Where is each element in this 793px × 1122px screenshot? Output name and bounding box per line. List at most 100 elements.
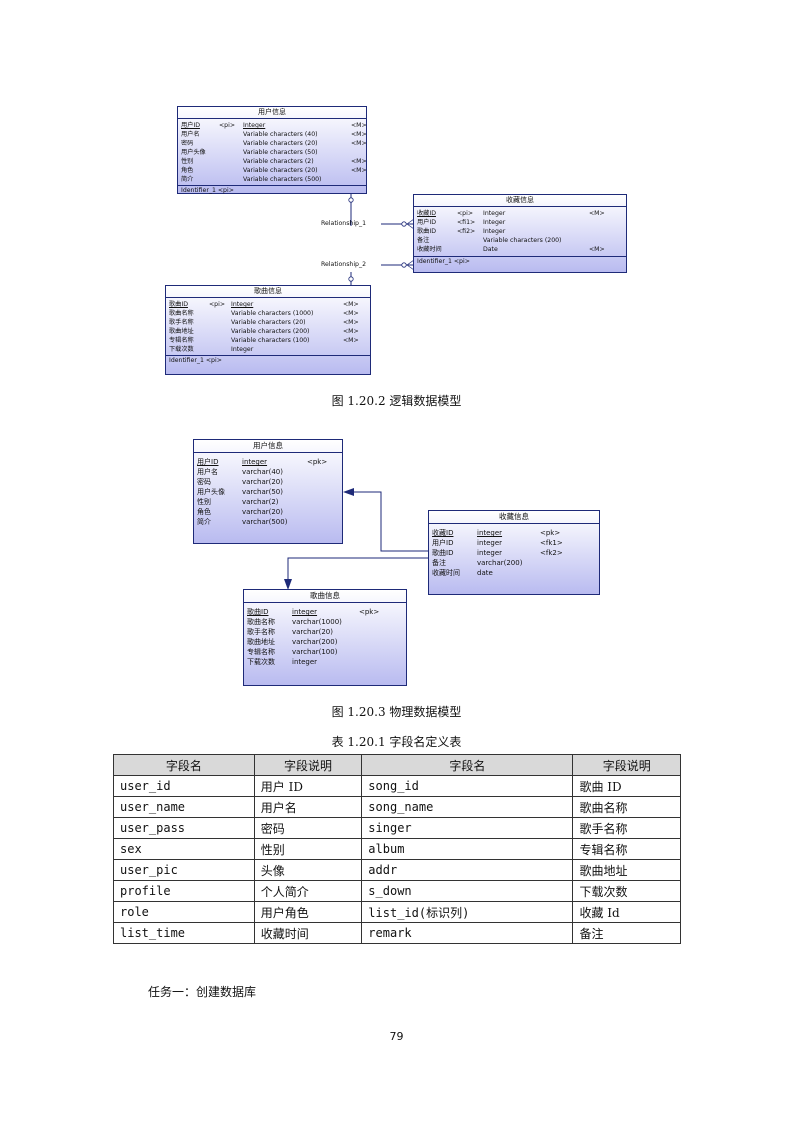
attr-name: 收藏时间 — [417, 246, 442, 253]
table-cell: 专辑名称 — [572, 838, 681, 860]
table-cell: song_id — [361, 775, 574, 797]
table-cell: 用户名 — [253, 796, 363, 818]
column-type: varchar(500) — [242, 518, 288, 526]
table-cell: 下载次数 — [572, 880, 681, 902]
attr-type: Integer — [483, 228, 506, 235]
column-key: <pk> — [307, 458, 328, 466]
attr-name: 歌曲ID — [417, 228, 436, 235]
table-cell: profile — [113, 880, 255, 902]
entity-identifier: Identifier_1 <pi> — [417, 258, 470, 265]
column-type: integer — [477, 549, 503, 557]
column-type: varchar(200) — [292, 638, 338, 646]
relationship-1-label: Relationship_1 — [321, 220, 367, 227]
attr-type: Integer — [243, 122, 266, 129]
logical-model-caption: 图 1.20.2 逻辑数据模型 — [331, 394, 462, 408]
field-table-caption: 表 1.20.1 字段名定义表 — [331, 735, 462, 749]
entity-title: 歌曲信息 — [166, 286, 370, 298]
table-cell: list_id(标识列) — [361, 901, 574, 923]
column-name: 用户名 — [197, 468, 218, 476]
attr-type: Variable characters (20) — [243, 167, 318, 174]
column-name: 下载次数 — [247, 658, 275, 666]
table-cell: user_pass — [113, 817, 255, 839]
table-title: 歌曲信息 — [244, 590, 406, 603]
attr-type: Variable characters (20) — [231, 319, 306, 326]
column-name: 收藏时间 — [432, 569, 460, 577]
relationship-2-label: Relationship_2 — [321, 261, 367, 268]
table-cell: 歌曲 ID — [572, 775, 681, 797]
attr-name: 歌手名称 — [169, 319, 194, 326]
table-cell: 歌曲地址 — [572, 859, 681, 881]
attr-type: Variable characters (500) — [243, 176, 322, 183]
table-cell: 密码 — [253, 817, 363, 839]
attr-type: Integer — [231, 301, 254, 308]
column-name: 密码 — [197, 478, 211, 486]
column-name: 专辑名称 — [247, 648, 275, 656]
table-header-row: 字段名 字段说明 字段名 字段说明 — [113, 754, 681, 776]
table-cell: album — [361, 838, 574, 860]
table-cell: 收藏 Id — [572, 901, 681, 923]
attr-flag: <M> — [351, 140, 367, 147]
attr-name: 歌曲ID — [169, 301, 188, 308]
table-cell: user_id — [113, 775, 255, 797]
column-name: 歌曲名称 — [247, 618, 275, 626]
header-cell: 字段说明 — [253, 754, 363, 776]
table-cell: 头像 — [253, 859, 363, 881]
table-cell: addr — [361, 859, 574, 881]
attr-flag: <M> — [343, 328, 359, 335]
table-title: 收藏信息 — [429, 511, 599, 524]
page-number: 79 — [389, 1030, 404, 1043]
attr-flag: <M> — [343, 337, 359, 344]
table-cell: remark — [361, 922, 574, 944]
column-type: date — [477, 569, 493, 577]
attr-type: Integer — [483, 219, 506, 226]
column-name: 用户ID — [197, 458, 219, 466]
table-cell: 备注 — [572, 922, 681, 944]
column-type: integer — [242, 458, 268, 466]
column-type: varchar(50) — [242, 488, 283, 496]
table-cell: 收藏时间 — [253, 922, 363, 944]
attr-type: Variable characters (100) — [231, 337, 310, 344]
attr-name: 密码 — [181, 140, 194, 147]
attr-type: Variable characters (200) — [231, 328, 310, 335]
attr-name: 角色 — [181, 167, 194, 174]
attr-key: <pi> — [209, 301, 226, 308]
table-cell: s_down — [361, 880, 574, 902]
column-type: varchar(1000) — [292, 618, 342, 626]
attr-name: 性别 — [181, 158, 194, 165]
attr-type: Integer — [483, 210, 506, 217]
entity-title: 用户信息 — [178, 107, 366, 119]
attr-name: 用户头像 — [181, 149, 206, 156]
table-cell: 个人简介 — [253, 880, 363, 902]
header-cell: 字段名 — [361, 754, 574, 776]
attr-name: 备注 — [417, 237, 430, 244]
attr-flag: <M> — [351, 131, 367, 138]
column-type: varchar(20) — [242, 508, 283, 516]
entity-identifier: Identifier_1 <pi> — [181, 187, 234, 194]
attr-key: <pi> — [457, 210, 474, 217]
column-name: 用户ID — [432, 539, 454, 547]
attr-flag: <M> — [589, 246, 605, 253]
column-name: 角色 — [197, 508, 211, 516]
attr-flag: <M> — [351, 167, 367, 174]
attr-type: Date — [483, 246, 498, 253]
attr-flag: <M> — [343, 301, 359, 308]
attr-key: <fi2> — [457, 228, 476, 235]
column-name: 歌曲ID — [247, 608, 269, 616]
column-type: varchar(20) — [292, 628, 333, 636]
column-type: varchar(200) — [477, 559, 523, 567]
table-cell: user_name — [113, 796, 255, 818]
attr-flag: <M> — [589, 210, 605, 217]
attr-key: <fi1> — [457, 219, 476, 226]
entity-identifier: Identifier_1 <pi> — [169, 357, 222, 364]
attr-type: Variable characters (40) — [243, 131, 318, 138]
header-cell: 字段名 — [113, 754, 255, 776]
table-cell: 性别 — [253, 838, 363, 860]
